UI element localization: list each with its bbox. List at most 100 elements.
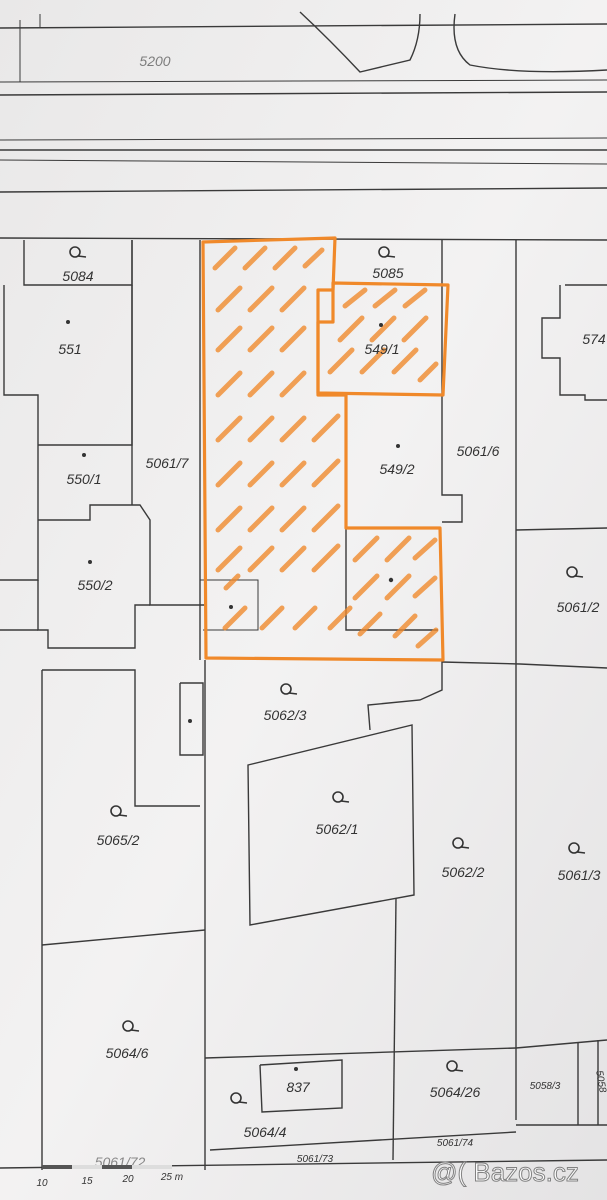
label-5061-7: 5061/7 (146, 455, 190, 471)
hatch-stroke (352, 535, 380, 563)
scale-label-20: 20 (121, 1174, 134, 1185)
parcel-dot-549-2 (396, 444, 400, 448)
parcel-symbol-5085 (378, 246, 396, 258)
hatch-stroke (215, 415, 243, 443)
hatch-stroke (215, 285, 243, 313)
hatch-stroke (215, 370, 243, 398)
label-5058: 5058 (593, 1070, 607, 1094)
parcel-symbol-5065-2 (110, 805, 128, 817)
parcel-symbol-5061-3 (568, 842, 586, 854)
parcel-markers (66, 246, 586, 1104)
parcel-symbol-5084 (69, 246, 87, 258)
hatch-stroke (384, 573, 412, 601)
hatch-stroke (372, 287, 398, 309)
hatch-stroke (412, 575, 438, 599)
scale-label-15: 15 (81, 1176, 93, 1187)
hatch-stroke (223, 573, 241, 591)
hatch-stroke (302, 247, 325, 269)
hatch-stroke (311, 503, 341, 533)
hatch-stroke (215, 505, 243, 533)
hatch-stroke (369, 315, 397, 343)
hatch-stroke (247, 285, 275, 313)
label-5062-1: 5062/1 (316, 821, 359, 837)
label-5064-26: 5064/26 (430, 1084, 481, 1100)
label-5062-3: 5062/3 (264, 707, 307, 723)
scale-label-10: 10 (36, 1178, 48, 1189)
parcel-symbol-5062-3 (280, 683, 298, 695)
hatch-stroke (337, 315, 365, 343)
parcel-dot-551 (66, 320, 70, 324)
hatch-stroke (247, 460, 275, 488)
parcel-symbol-5062-2 (452, 837, 470, 849)
hatch-stroke (327, 347, 355, 375)
highlighted-parcel-549-1-outline (316, 281, 450, 397)
parcel-dot-5061-7 (229, 605, 233, 609)
parcel-dot-549-1 (379, 323, 383, 327)
hatch-stroke (247, 415, 275, 443)
label-top-partial: 5200 (139, 53, 170, 69)
parcel-dot-550-2 (88, 560, 92, 564)
hatch-stroke (247, 370, 275, 398)
hatch-stroke (247, 545, 275, 573)
hatch-stroke (415, 627, 439, 649)
parcel-dot-small (188, 719, 192, 723)
scale-label-25m: 25 m (160, 1172, 183, 1183)
hatch-stroke (272, 245, 298, 271)
hatch-stroke (259, 605, 285, 631)
hatch-stroke (247, 505, 275, 533)
hatch-stroke (242, 245, 268, 271)
hatch-stroke (215, 325, 243, 353)
label-549-2: 549/2 (379, 461, 414, 477)
parcel-symbol-5064-26 (446, 1060, 464, 1072)
hatch-stroke (357, 611, 383, 637)
hatch-stroke (215, 460, 243, 488)
hatch-stroke (417, 361, 439, 383)
label-550-1: 550/1 (66, 471, 101, 487)
hatch-stroke (215, 545, 243, 573)
parcel-symbol-5064-6 (122, 1020, 140, 1032)
label-5064-4: 5064/4 (244, 1124, 287, 1140)
label-5065-2: 5065/2 (97, 832, 140, 848)
hatch-stroke (279, 285, 307, 313)
hatch-stroke (222, 605, 248, 631)
label-5084: 5084 (62, 268, 93, 284)
hatch-stroke (279, 545, 307, 573)
parcel-dot-outbuilding (388, 577, 394, 583)
label-5061-6: 5061/6 (457, 443, 500, 459)
label-5064-6: 5064/6 (106, 1045, 149, 1061)
parcel-symbol-5062-1 (332, 791, 350, 803)
parcel-dot-550-1 (82, 453, 86, 457)
label-5062-2: 5062/2 (442, 864, 485, 880)
hatch-stroke (392, 613, 418, 639)
parcel-labels: 5200 5084 5085 551 574 549/1 549/2 550/1… (58, 53, 607, 1170)
hatch-stroke (391, 347, 419, 375)
scale-bar: 10 15 20 25 m (36, 1165, 183, 1189)
hatch-marks (212, 245, 439, 649)
hatch-stroke (247, 325, 275, 353)
label-837: 837 (286, 1079, 311, 1095)
hatch-stroke (292, 605, 318, 631)
label-549-1: 549/1 (364, 341, 399, 357)
hatch-stroke (401, 315, 429, 343)
road-lines (0, 11, 607, 241)
hatch-stroke (279, 370, 307, 398)
label-5061-2: 5061/2 (557, 599, 600, 615)
hatch-stroke (352, 573, 380, 601)
hatch-stroke (402, 287, 428, 309)
label-551: 551 (58, 341, 81, 357)
label-574: 574 (582, 331, 606, 347)
label-5061-73: 5061/73 (297, 1154, 334, 1165)
hatch-stroke (384, 535, 412, 563)
hatch-stroke (342, 287, 368, 309)
highlighted-property (201, 236, 450, 662)
hatch-stroke (279, 460, 307, 488)
label-5061-3: 5061/3 (558, 867, 601, 883)
hatch-stroke (212, 245, 238, 271)
hatch-stroke (311, 543, 341, 573)
hatch-stroke (359, 347, 387, 375)
hatch-stroke (279, 325, 307, 353)
hatch-stroke (311, 458, 341, 488)
hatch-stroke (412, 537, 438, 561)
